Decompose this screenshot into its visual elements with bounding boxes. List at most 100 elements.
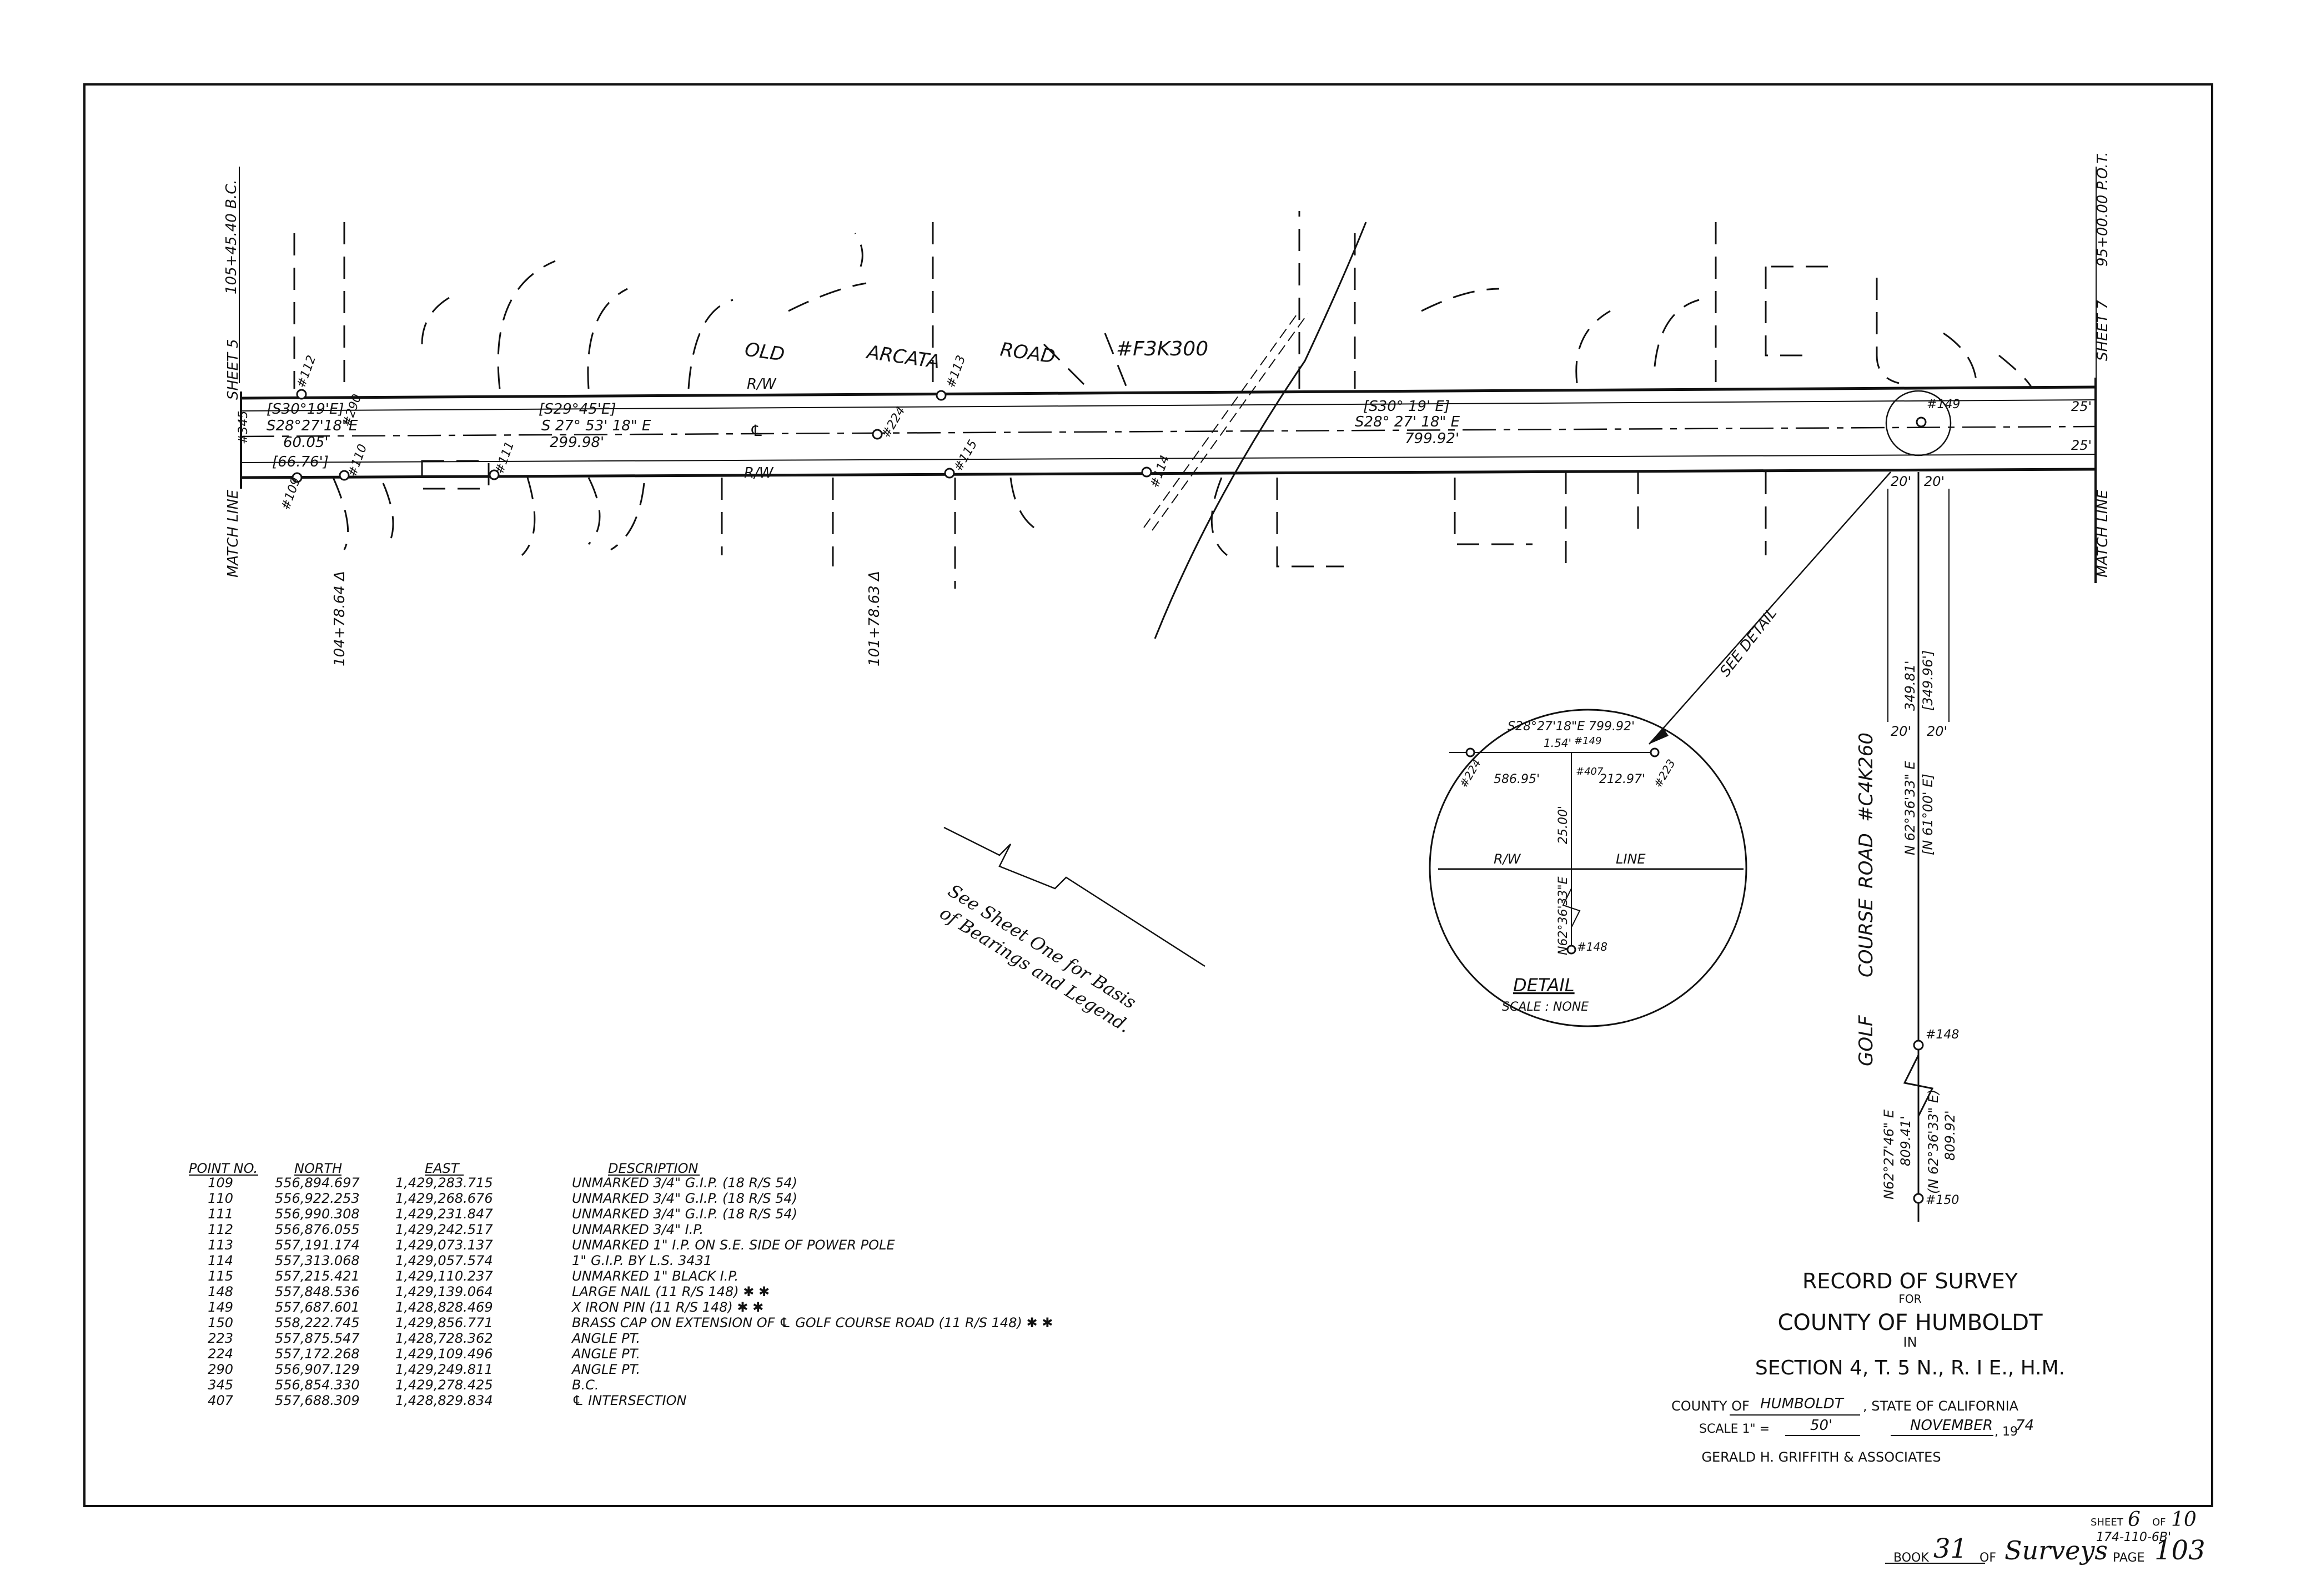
road-name-4: #F3K300 [1116,338,1208,360]
right-station-label: 95+00.00 P.O.T. [2094,152,2111,267]
table-cell-point: 290 [208,1362,233,1377]
north-features [293,211,2033,390]
table-cell-east: 1,429,856.771 [395,1315,493,1331]
table-cell-description: ANGLE PT. [571,1331,640,1346]
year-prefix: , 19 [1994,1425,2018,1439]
table-cell-description: ANGLE PT. [571,1346,640,1362]
title-line-3: COUNTY OF HUMBOLDT [1777,1310,2043,1336]
left-offset: [66.76'] [272,454,329,470]
table-cell-description: 1" G.I.P. BY L.S. 3431 [572,1253,712,1268]
title-line-4: IN [1903,1334,1917,1350]
table-cell-description: UNMARKED 3/4" I.P. [572,1222,704,1237]
lower-course-rec: (N 62°36'33" E) [1926,1090,1941,1194]
survey-points [292,389,1927,1204]
course-2-record: [S29°45'E] [539,401,616,418]
course-1-measured: S28°27'18"E [267,418,358,434]
detail-title: DETAIL [1513,975,1575,996]
table-cell-point: 113 [208,1237,233,1253]
detail-course: S28°27'18"E 799.92' [1508,720,1635,734]
table-cell-north: 557,191.174 [275,1237,360,1253]
book-name: Surveys [2004,1535,2108,1565]
date-month: NOVEMBER [1910,1417,1993,1434]
lower-dist-rec: 809.92' [1942,1110,1958,1161]
break-symbol [1903,1055,1934,1117]
table-cell-description: X IRON PIN (11 R/S 148) ✱ ✱ [571,1299,763,1315]
county-label: COUNTY OF [1671,1398,1750,1414]
table-cell-north: 557,172.268 [275,1346,360,1362]
side-road-name-2: COURSE [1855,898,1877,977]
table-cell-east: 1,429,109.496 [395,1346,493,1362]
table-cell-north: 556,922.253 [275,1191,360,1206]
table-cell-east: 1,429,110.237 [395,1268,493,1284]
side-offset-a: 20' [1891,474,1911,489]
course-3-measured: S28° 27' 18" E [1355,414,1460,430]
table-cell-point: 111 [208,1206,233,1222]
th-east: EAST [425,1161,460,1176]
detail-scale: SCALE : NONE [1502,1000,1589,1014]
point-label-112: #112 [294,354,319,390]
note-leader [943,826,1205,967]
table-cell-north: 556,990.308 [275,1206,360,1222]
table-cell-north: 557,688.309 [275,1393,360,1408]
course-1-distance: 60.05' [283,434,329,451]
sheet-of-label: OF [2152,1517,2166,1528]
left-match-label: MATCH LINE [225,489,242,578]
point-label-114: #114 [1148,454,1172,490]
detail-p148: #148 [1577,940,1607,953]
table-cell-east: 1,428,829.834 [395,1393,493,1408]
point-label-150: #150 [1926,1193,1959,1207]
table-cell-east: 1,429,278.425 [395,1377,493,1393]
table-cell-point: 109 [208,1175,233,1191]
scale-label: SCALE 1" = [1699,1422,1770,1436]
table-cell-point: 407 [208,1393,234,1408]
road-name-3: ROAD [999,338,1057,368]
table-cell-description: ANGLE PT. [571,1362,640,1377]
table-cell-point: 115 [208,1268,233,1284]
table-cell-point: 148 [208,1284,233,1299]
table-cell-point: 149 [208,1299,233,1315]
detail-p149: #149 [1574,735,1601,747]
detail-circle [1429,709,1747,1027]
table-cell-point: 345 [208,1377,233,1393]
course-3-record: [S30° 19' E] [1363,398,1450,415]
point-label-224: #224 [880,404,908,440]
scale-value: 50' [1810,1417,1832,1434]
course-3-distance: 799.92' [1405,430,1459,447]
intersection-circle [1885,390,1952,456]
point-label-149: #149 [1927,398,1960,411]
diagonal-road [1154,222,1367,639]
side-road-name-1: GOLF [1855,1015,1877,1066]
table-cell-east: 1,428,728.362 [395,1331,493,1346]
book-of-label: OF [1980,1551,1996,1565]
table-cell-description: UNMARKED 1" BLACK I.P. [572,1268,738,1284]
table-cell-east: 1,429,231.847 [395,1206,493,1222]
table-cell-east: 1,429,268.676 [395,1191,493,1206]
table-cell-east: 1,429,139.064 [395,1284,493,1299]
title-line-5: SECTION 4, T. 5 N., R. I E., H.M. [1755,1357,2065,1379]
state-label: , STATE OF CALIFORNIA [1863,1398,2019,1414]
side-dist: 349.81' [1902,660,1918,711]
see-detail-label: SEE DETAIL [1717,605,1780,680]
side-road-name-4: #C4K260 [1855,732,1877,822]
table-cell-description: UNMARKED 3/4" G.I.P. (18 R/S 54) [572,1206,797,1222]
sheet-label: SHEET [2091,1517,2124,1528]
detail-p407: #407 [1576,766,1604,777]
point-label-345: #345 [237,411,250,444]
left-sheet-label: SHEET 5 [225,339,242,400]
th-description: DESCRIPTION [608,1161,698,1176]
inner-line-north [240,399,2096,411]
detail-p224: #224 [1457,757,1484,790]
table-cell-north: 557,848.536 [275,1284,360,1299]
table-cell-north: 557,687.601 [275,1299,360,1315]
sheet-number: 6 [2128,1508,2141,1531]
side-course-rec: [N 61°00' E] [1920,774,1936,855]
drawing-number: 174-110-6B' [2096,1530,2171,1544]
side-course: N 62°36'33" E [1902,761,1918,855]
table-cell-description: UNMARKED 1" I.P. ON S.E. SIDE OF POWER P… [572,1237,895,1253]
station-1: 104+78.64 Δ [331,571,348,666]
inner-line-south [240,454,2096,463]
sheet-border [83,83,2213,1507]
power-line [1143,310,1300,528]
